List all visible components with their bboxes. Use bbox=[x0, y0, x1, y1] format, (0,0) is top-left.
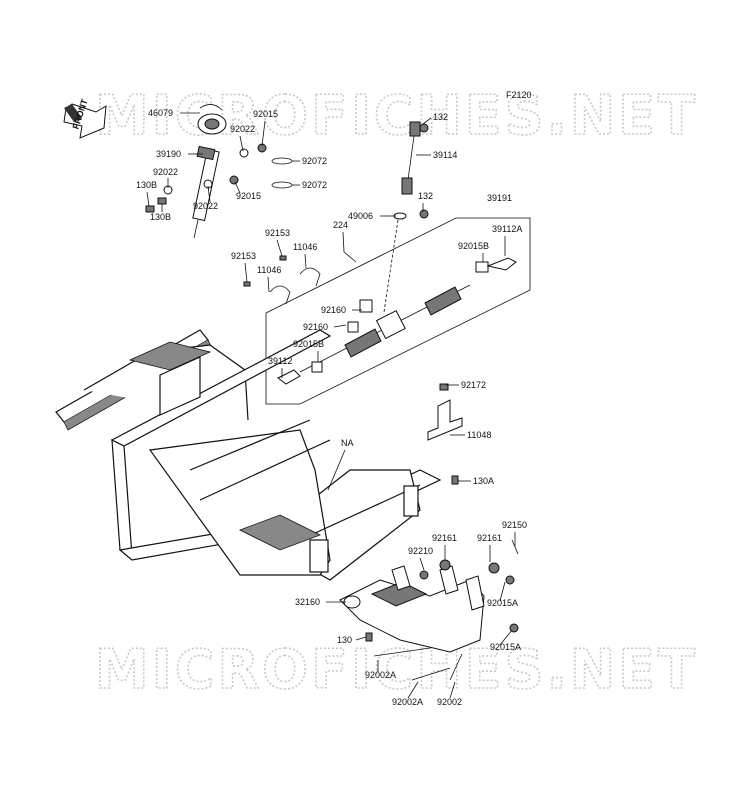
part-number-label: 132 bbox=[433, 112, 448, 122]
leader-line bbox=[355, 636, 367, 641]
leader-line bbox=[304, 253, 307, 269]
bolt-icon bbox=[243, 281, 251, 287]
rack-group-outline bbox=[265, 217, 531, 405]
part-number-label: 92002 bbox=[437, 697, 462, 707]
bolt-icon bbox=[145, 205, 155, 213]
part-number-label: 92072 bbox=[302, 156, 327, 166]
part-number-label: 92172 bbox=[461, 380, 486, 390]
clip-icon bbox=[271, 157, 293, 165]
leader-line bbox=[499, 581, 506, 602]
part-number-label: 39112A bbox=[492, 224, 522, 234]
bracket-icon bbox=[269, 285, 291, 305]
front-arrow-icon: FRONT bbox=[63, 97, 107, 139]
part-number-label: 39112 bbox=[268, 356, 292, 366]
part-number-label: 92015A bbox=[490, 642, 521, 652]
leader-line bbox=[499, 629, 513, 646]
part-number-label: 92022 bbox=[193, 201, 218, 211]
vehicle-frame bbox=[55, 329, 442, 581]
part-number-label: 92022 bbox=[230, 124, 255, 134]
part-number-label: 92015 bbox=[253, 109, 278, 119]
steering-rack bbox=[277, 251, 517, 385]
leader-line bbox=[407, 681, 419, 699]
part-number-label: 92015A bbox=[487, 598, 518, 608]
leader-line bbox=[276, 239, 283, 257]
leader-line bbox=[244, 262, 248, 283]
part-number-label: NA bbox=[341, 438, 354, 448]
leader-line bbox=[207, 185, 211, 203]
part-number-label: 92002A bbox=[365, 670, 396, 680]
leader-line bbox=[146, 191, 150, 207]
part-number-label: 92022 bbox=[153, 167, 178, 177]
part-number-label: 92153 bbox=[231, 251, 256, 261]
part-number-label: 11046 bbox=[257, 265, 281, 275]
part-number-label: 92160 bbox=[303, 322, 328, 332]
part-number-label: 39191 bbox=[487, 193, 512, 203]
leader-line bbox=[267, 276, 270, 293]
part-number-label: 11046 bbox=[293, 242, 317, 252]
watermark-top: MICROFICHES.NET bbox=[95, 84, 698, 147]
part-number-label: 49006 bbox=[348, 211, 373, 221]
washer-icon bbox=[239, 148, 249, 158]
leader-line bbox=[422, 117, 432, 125]
part-number-label: 132 bbox=[418, 191, 433, 201]
part-number-label: 92002A bbox=[392, 697, 423, 707]
leader-line bbox=[342, 231, 345, 253]
part-number-label: 92015 bbox=[236, 191, 261, 201]
diagram-code: F2120 bbox=[506, 90, 532, 100]
part-number-label: 92153 bbox=[265, 228, 290, 238]
clip-icon bbox=[271, 181, 293, 189]
part-number-label: 92161 bbox=[477, 533, 502, 543]
part-number-label: 32160 bbox=[295, 597, 320, 607]
bracket-11048 bbox=[427, 383, 463, 485]
leader-line bbox=[234, 181, 241, 194]
bolt-icon bbox=[157, 197, 167, 205]
leader-line bbox=[419, 557, 425, 571]
part-number-label: 130B bbox=[136, 180, 157, 190]
part-number-label: 130 bbox=[337, 635, 352, 645]
nut-icon bbox=[229, 175, 239, 185]
bracket-icon bbox=[299, 267, 321, 287]
part-number-label: 11048 bbox=[467, 430, 491, 440]
leader-line bbox=[449, 681, 456, 699]
steering-column bbox=[192, 104, 227, 239]
leader-line bbox=[239, 135, 244, 152]
part-number-label: 224 bbox=[333, 220, 348, 230]
lower-carrier bbox=[339, 539, 519, 681]
part-number-label: 92161 bbox=[432, 533, 457, 543]
part-number-label: 92160 bbox=[321, 305, 346, 315]
leader-line bbox=[327, 449, 346, 491]
part-number-label: 130B bbox=[150, 212, 171, 222]
leader-line bbox=[333, 324, 347, 328]
part-number-label: 39114 bbox=[433, 150, 457, 160]
bolt-icon bbox=[279, 255, 287, 261]
leader-line bbox=[261, 120, 266, 147]
part-number-label: 92015B bbox=[293, 339, 324, 349]
part-number-label: 39190 bbox=[156, 149, 181, 159]
part-labels: 46079 92015 92022 39190 92072 92022 130B 92015 9… bbox=[136, 108, 527, 707]
intermediate-shaft bbox=[401, 121, 429, 219]
part-number-label: 92210 bbox=[408, 546, 433, 556]
part-number-label: 92015B bbox=[458, 241, 489, 251]
part-number-label: 130A bbox=[473, 476, 494, 486]
part-number-label: 92072 bbox=[302, 180, 327, 190]
part-number-label: 92150 bbox=[502, 520, 527, 530]
watermark-bottom: MICROFICHES.NET bbox=[95, 638, 698, 701]
part-number-label: 46079 bbox=[148, 108, 173, 118]
